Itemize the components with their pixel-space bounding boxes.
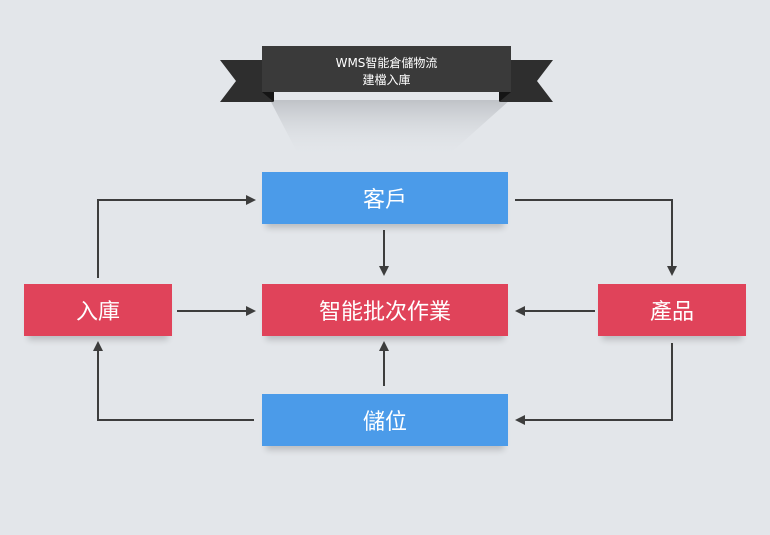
node-batch-operation-label: 智能批次作業 — [318, 300, 451, 325]
ribbon-band — [262, 46, 511, 92]
node-storage: 儲位 — [262, 394, 508, 446]
ribbon-shadow — [270, 100, 510, 158]
arrow-product-to-storage — [515, 343, 673, 425]
title-ribbon — [220, 46, 553, 158]
arrow-customer-to-product — [515, 199, 677, 276]
ribbon-title-line2: 建檔入庫 — [362, 73, 411, 87]
arrow-storage-to-inbound — [93, 341, 254, 421]
node-inbound: 入庫 — [24, 284, 172, 336]
ribbon-title-line1: WMS智能倉儲物流 — [335, 56, 438, 70]
node-product-label: 產品 — [649, 300, 694, 325]
node-customer-label: 客戶 — [362, 188, 407, 213]
ribbon-left-tail — [220, 60, 273, 102]
node-customer: 客戶 — [262, 172, 508, 224]
arrow-inbound-to-customer — [97, 195, 256, 278]
ribbon-right-tail — [500, 60, 553, 102]
node-inbound-label: 入庫 — [75, 300, 120, 325]
node-product: 產品 — [598, 284, 746, 336]
ribbon-title: WMS智能倉儲物流 建檔入庫 — [264, 48, 509, 96]
node-storage-label: 儲位 — [362, 410, 407, 435]
node-batch-operation: 智能批次作業 — [262, 284, 508, 336]
